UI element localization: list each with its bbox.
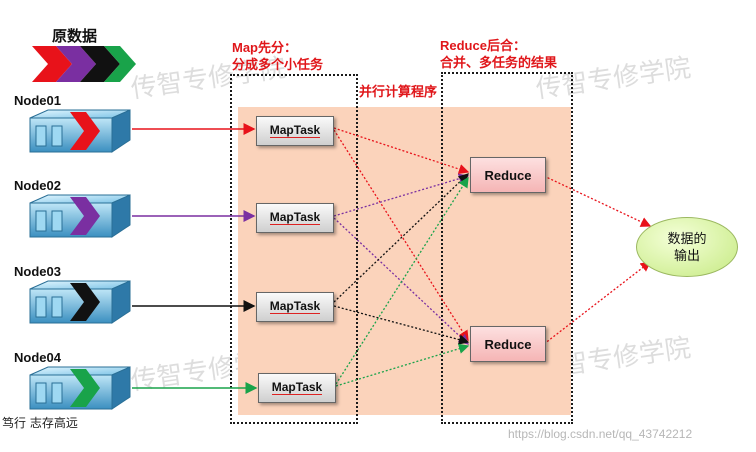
map-header: Map先分： 分成多个小任务 bbox=[232, 39, 323, 73]
node04-server bbox=[29, 366, 131, 410]
node03-label: Node03 bbox=[14, 264, 61, 279]
node01-server bbox=[29, 109, 131, 153]
reduce-2: Reduce bbox=[470, 326, 546, 362]
source-url: https://blog.csdn.net/qq_43742212 bbox=[508, 427, 693, 441]
source-data-title: 原数据 bbox=[52, 28, 98, 45]
map-group-box bbox=[230, 74, 358, 424]
maptask-2-label: MapTask bbox=[269, 210, 321, 225]
reduce2-to-output-arrow bbox=[543, 261, 652, 345]
reduce-header: Reduce后合： 合并、多任务的结果 bbox=[440, 37, 557, 71]
node01-chevron bbox=[70, 112, 100, 150]
maptask-1-label: MapTask bbox=[269, 123, 321, 138]
parallel-label: 并行计算程序 bbox=[359, 84, 438, 99]
data-output-line1: 数据的 bbox=[667, 231, 707, 246]
reduce-header-line2: 合并、多任务的结果 bbox=[440, 55, 558, 70]
maptask-2: MapTask bbox=[256, 203, 334, 233]
slogan: 笃行 志存高远 bbox=[2, 416, 78, 430]
node04-chevron bbox=[70, 369, 100, 407]
node04-label: Node04 bbox=[14, 350, 61, 365]
reduce-1: Reduce bbox=[470, 157, 546, 193]
reduce1-to-output-arrow bbox=[543, 175, 652, 227]
maptask-4-label: MapTask bbox=[271, 380, 323, 395]
node02-chevron bbox=[70, 197, 100, 235]
data-output: 数据的 输出 bbox=[636, 217, 738, 277]
maptask-4: MapTask bbox=[258, 373, 336, 403]
source-data-chevrons bbox=[32, 46, 136, 82]
map-header-line2: 分成多个小任务 bbox=[232, 57, 324, 72]
maptask-1: MapTask bbox=[256, 116, 334, 146]
map-header-line1: Map先分： bbox=[232, 40, 298, 55]
node03-chevron bbox=[70, 283, 100, 321]
node01-label: Node01 bbox=[14, 93, 61, 108]
data-output-line2: 输出 bbox=[673, 248, 700, 263]
node02-label: Node02 bbox=[14, 178, 61, 193]
maptask-3: MapTask bbox=[256, 292, 334, 322]
reduce-group-box bbox=[441, 72, 573, 424]
shuffle-arrows bbox=[333, 127, 470, 387]
maptask-3-label: MapTask bbox=[269, 299, 321, 314]
node03-server bbox=[29, 280, 131, 324]
reduce-header-line1: Reduce后合： bbox=[440, 38, 526, 53]
